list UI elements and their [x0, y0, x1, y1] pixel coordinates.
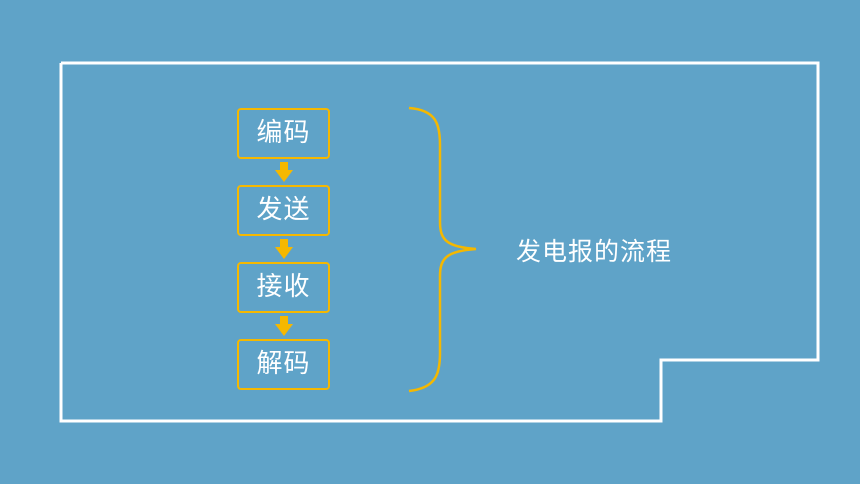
down-arrow-icon: [275, 239, 293, 259]
frame-outline: [59, 61, 820, 423]
step-decode-box: 解码: [237, 339, 330, 390]
curly-brace: [408, 106, 477, 393]
step-receive-box: 接收: [237, 262, 330, 313]
down-arrow-icon: [275, 162, 293, 182]
process-summary-label: 发电报的流程: [516, 237, 673, 266]
step-send-box: 发送: [237, 185, 330, 236]
down-arrow-icon: [275, 316, 293, 336]
step-encode-box: 编码: [237, 108, 330, 159]
